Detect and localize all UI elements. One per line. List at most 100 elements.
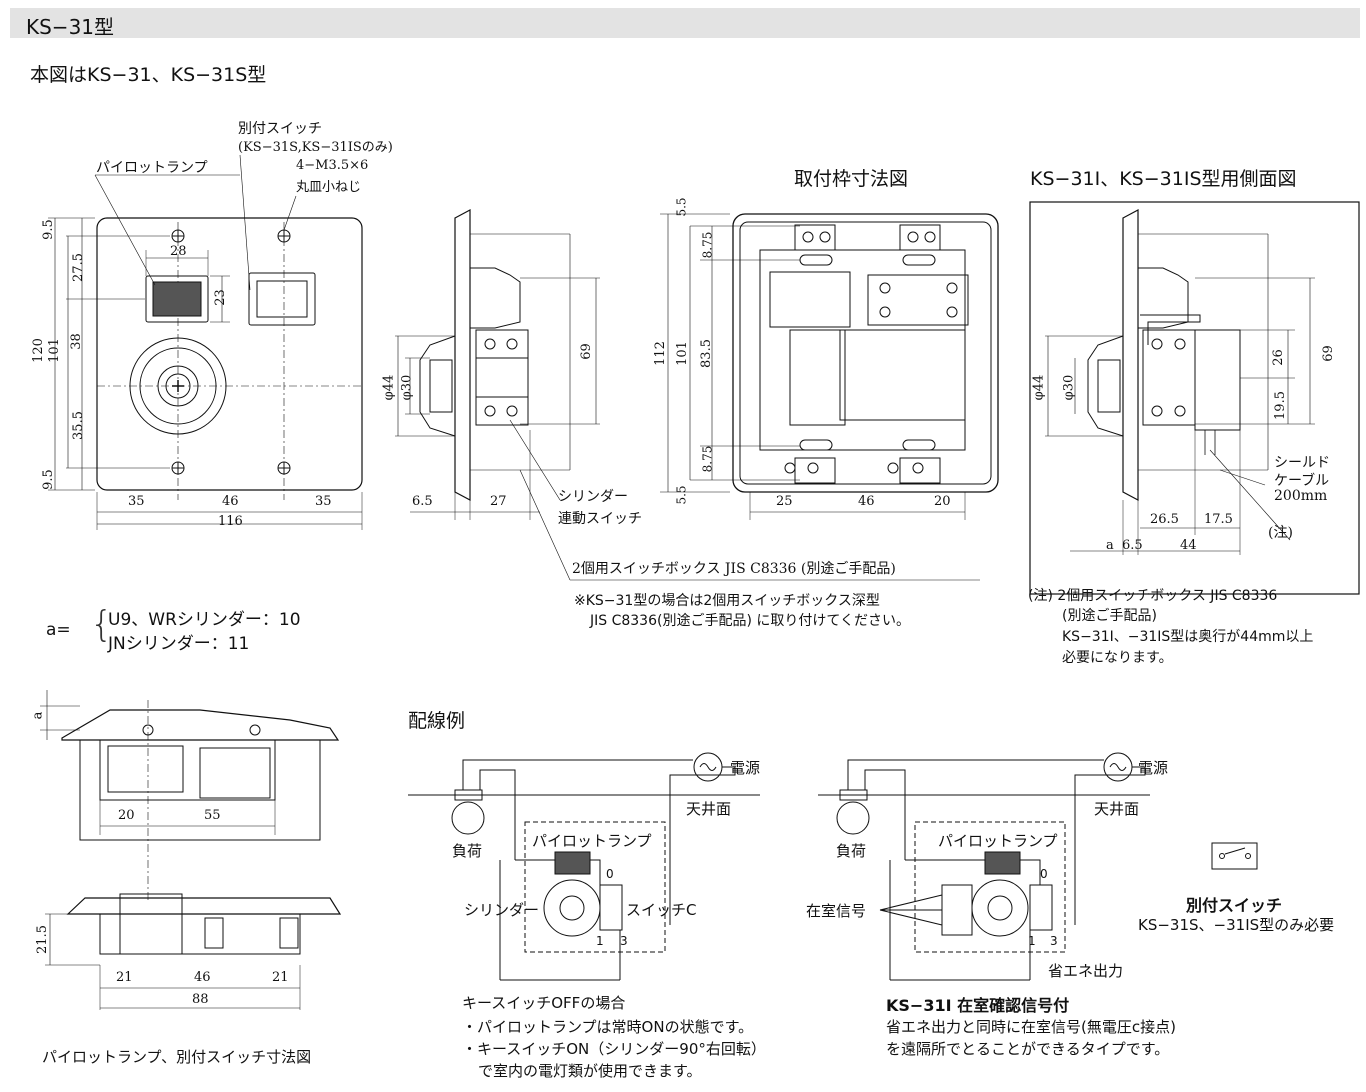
a-def-line1: U9、WRシリンダー：10 <box>108 610 301 630</box>
label-switch-box: 2個用スイッチボックス JIS C8336 (別途ご手配品) <box>572 561 896 577</box>
dim-phi44-i: φ44 <box>1031 374 1047 401</box>
label-cable: ケーブル <box>1274 473 1330 489</box>
wiring-right <box>818 752 1150 981</box>
note-i-line4: 必要になります。 <box>1062 650 1173 666</box>
dim-28: 28 <box>170 244 187 259</box>
wr-t0: 0 <box>1040 867 1048 881</box>
label-ext-switch-models: (KS−31S,KS−31ISのみ) <box>238 140 393 155</box>
dim-120: 120 <box>30 338 46 363</box>
note-box-line2: JIS C8336(別途ご手配品) に取り付けてください。 <box>590 613 910 629</box>
dim-88: 88 <box>192 992 209 1007</box>
wr-load: 負荷 <box>836 842 867 860</box>
wl-t1: 1 <box>596 934 604 948</box>
label-cylinder: シリンダー <box>558 489 628 505</box>
dim-21-right: 21 <box>272 970 289 985</box>
dim-69: 69 <box>578 343 594 360</box>
dim-phi44: φ44 <box>381 374 397 401</box>
wl-t3: 3 <box>620 934 628 948</box>
dim-35-left: 35 <box>128 494 145 509</box>
dim-35-right: 35 <box>315 494 332 509</box>
dim-83-5: 83.5 <box>698 339 714 368</box>
dim-27: 27 <box>490 494 507 509</box>
wr-power: 電源 <box>1138 759 1169 777</box>
side-view-i-title: KS−31I、KS−31IS型用側面図 <box>1030 168 1297 190</box>
wr-presence: 在室信号 <box>806 902 867 920</box>
label-screw-type: 丸皿小ねじ <box>296 180 362 195</box>
a-def-line2: JNシリンダー：11 <box>108 634 250 654</box>
wr-desc1: 省エネ出力と同時に在室信号(無電圧c接点) <box>886 1018 1176 1036</box>
dim-9-5-bot: 9.5 <box>40 469 56 490</box>
note-i-line2: (別途ご手配品) <box>1062 608 1157 624</box>
dim-a-lamp: a <box>30 711 46 720</box>
dim-101-frame: 101 <box>674 341 690 366</box>
label-200mm: 200mm <box>1274 488 1328 504</box>
dim-35-5: 35.5 <box>70 411 86 440</box>
dim-38: 38 <box>68 333 84 350</box>
dim-27-5: 27.5 <box>70 253 86 282</box>
section-title: KS−31型 <box>26 15 115 39</box>
dim-26-5: 26.5 <box>1150 512 1179 527</box>
dim-8-75-bot: 8.75 <box>700 445 715 473</box>
lamp-dimension-view <box>40 690 342 1010</box>
dim-a-i: a <box>1106 538 1114 553</box>
wiring-left <box>408 752 760 981</box>
dim-phi30: φ30 <box>399 374 415 401</box>
frame-view <box>660 213 999 520</box>
dim-phi30-i: φ30 <box>1061 374 1077 401</box>
ext-switch-symbol <box>1211 842 1258 870</box>
dim-46-frame: 46 <box>858 494 875 509</box>
dim-44: 44 <box>1180 538 1197 553</box>
note-i-line1: (注) 2個用スイッチボックス JIS C8336 <box>1028 588 1278 604</box>
dim-21-left: 21 <box>116 970 133 985</box>
a-def-brace: { <box>90 604 113 645</box>
dim-20: 20 <box>934 494 951 509</box>
label-shield: シールド <box>1274 455 1330 471</box>
wl-load: 負荷 <box>452 842 483 860</box>
label-pilot-lamp: パイロットランプ <box>96 160 208 176</box>
dim-23: 23 <box>212 289 228 306</box>
side-view <box>395 209 980 581</box>
dim-55: 55 <box>204 808 221 823</box>
wr-t3: 3 <box>1050 934 1058 948</box>
dim-5-5-bot: 5.5 <box>674 485 689 505</box>
front-view <box>48 154 363 530</box>
dim-6-5: 6.5 <box>412 494 433 509</box>
wl-bullet3: で室内の電灯類が使用できます。 <box>478 1062 702 1080</box>
note-mark: (注) <box>1268 525 1293 541</box>
main-caption: 本図はKS−31、KS−31S型 <box>30 64 267 86</box>
wr-pilot: パイロットランプ <box>938 832 1058 850</box>
wr-title: KS−31I 在室確認信号付 <box>886 996 1070 1015</box>
wr-t1: 1 <box>1028 934 1036 948</box>
dim-17-5: 17.5 <box>1204 512 1233 527</box>
wl-ceiling: 天井面 <box>686 800 732 818</box>
side-view-i <box>1029 201 1360 595</box>
dim-69-i: 69 <box>1320 345 1336 362</box>
dim-21-5: 21.5 <box>34 925 50 954</box>
a-def-prefix: a= <box>46 620 71 640</box>
ext-title: 別付スイッチ <box>1186 896 1283 915</box>
wl-t0: 0 <box>606 867 614 881</box>
wr-energy: 省エネ出力 <box>1048 962 1124 980</box>
ext-desc: KS−31S、−31IS型のみ必要 <box>1138 916 1335 934</box>
dim-46-lamp: 46 <box>194 970 211 985</box>
note-i-line3: KS−31I、−31IS型は奥行が44mm以上 <box>1062 629 1314 645</box>
wl-caption: キースイッチOFFの場合 <box>462 994 626 1012</box>
label-ext-switch: 別付スイッチ <box>238 121 322 137</box>
dim-46: 46 <box>222 494 239 509</box>
wr-desc2: を遠隔所でとることができるタイプです。 <box>886 1040 1170 1058</box>
wr-ceiling: 天井面 <box>1094 800 1140 818</box>
dim-112: 112 <box>652 341 668 366</box>
label-screw: 4−M3.5×6 <box>296 158 369 173</box>
note-box-line1: ※KS−31型の場合は2個用スイッチボックス深型 <box>574 593 880 609</box>
dim-9-5-top: 9.5 <box>40 219 56 240</box>
dim-5-5-top: 5.5 <box>674 197 689 217</box>
frame-title: 取付枠寸法図 <box>794 168 909 190</box>
lamp-caption: パイロットランプ、別付スイッチ寸法図 <box>42 1048 312 1066</box>
wl-switch-c: スイッチC <box>626 901 697 919</box>
dim-26: 26 <box>1270 349 1286 366</box>
wl-cylinder: シリンダー <box>464 901 540 919</box>
dim-25: 25 <box>776 494 793 509</box>
label-linked-switch: 連動スイッチ <box>558 511 642 527</box>
wiring-title: 配線例 <box>408 710 466 732</box>
